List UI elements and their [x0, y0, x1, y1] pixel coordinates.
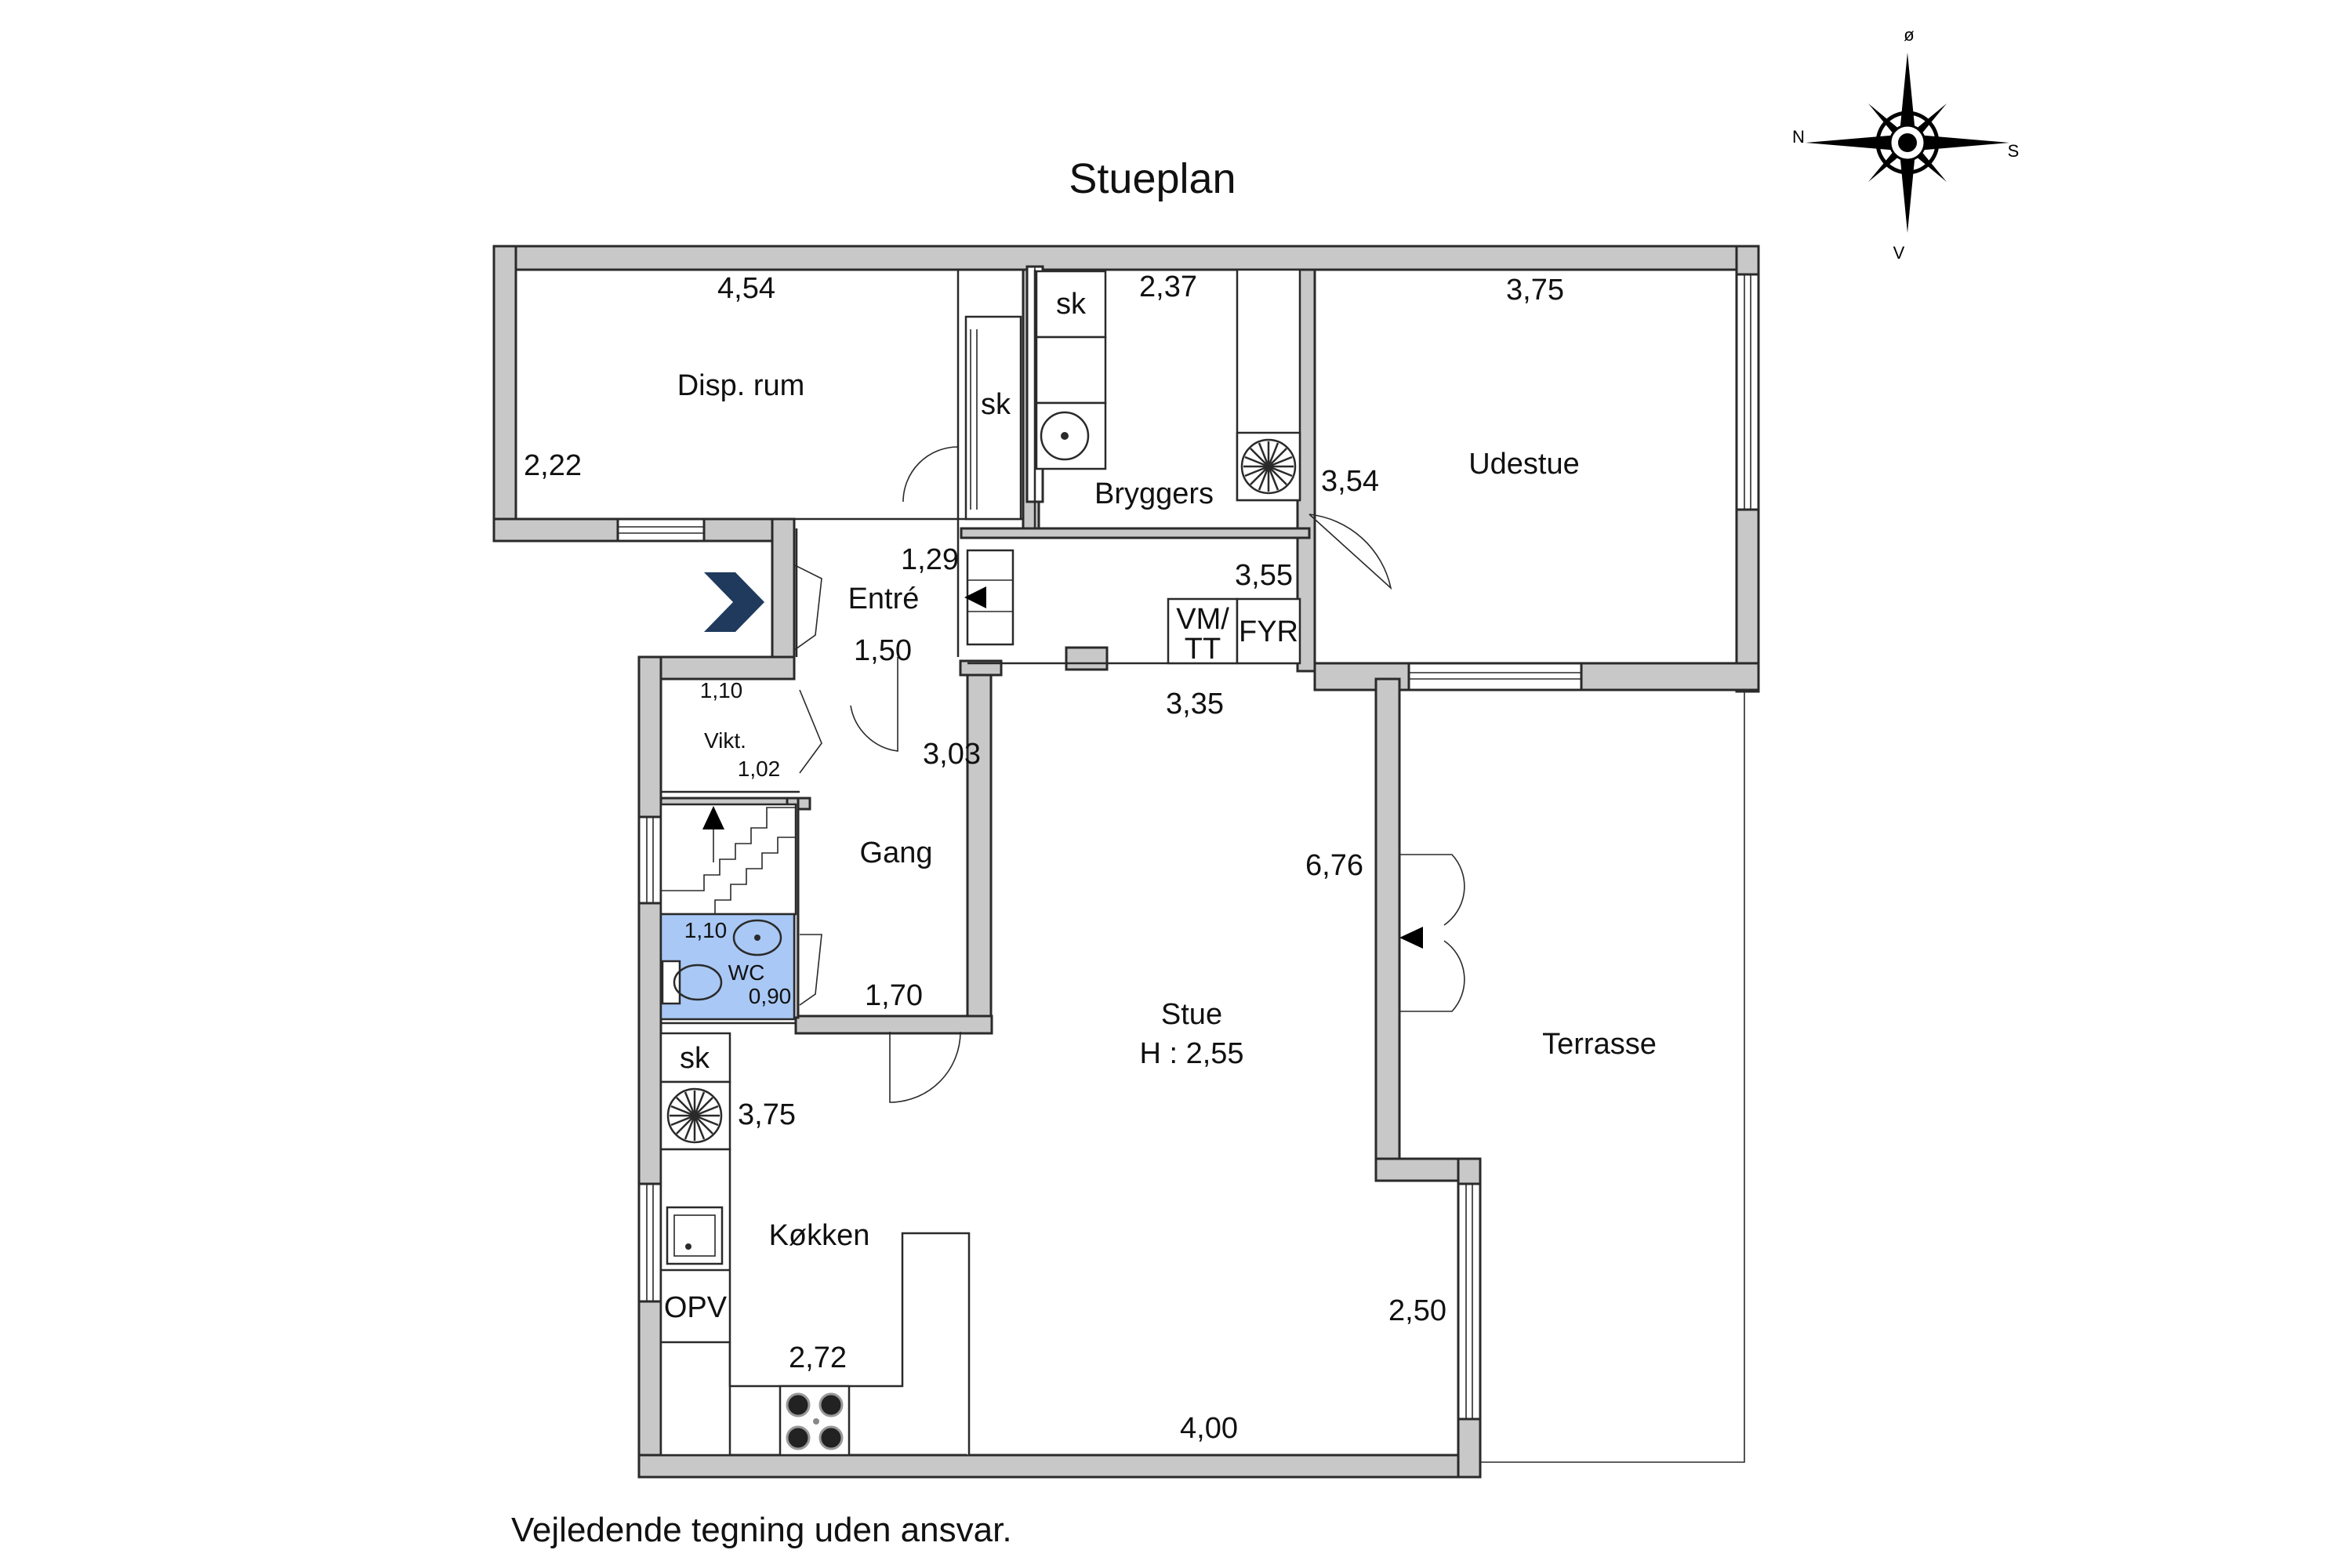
fixture-label-vm: VM/: [1176, 603, 1229, 636]
dim-disp-depth: 2,22: [524, 449, 582, 482]
room-label-disp-rum: Disp. rum: [677, 369, 805, 402]
room-stue-height: H : 2,55: [1139, 1037, 1243, 1070]
fixture-label-sk-kokken: sk: [680, 1042, 710, 1075]
dim-udestue-width: 3,75: [1506, 274, 1564, 307]
room-label-vikt: Vikt.: [704, 728, 746, 753]
staircase: [659, 803, 797, 916]
kitchen-counters: [659, 1032, 971, 1457]
dim-wc-depth: 0,90: [749, 984, 792, 1008]
toilet-tank: [661, 960, 681, 1005]
dim-entre-width: 1,29: [901, 543, 959, 576]
dim-entre-depth: 1,50: [854, 634, 912, 667]
dim-stue-bottom: 4,00: [1180, 1412, 1238, 1445]
fixture-label-sk-disp: sk: [981, 388, 1011, 421]
sink-icon: [1040, 411, 1090, 461]
toilet-icon: [673, 964, 723, 1001]
dim-gang-depth: 1,70: [865, 979, 923, 1012]
fixture-label-tt: TT: [1185, 633, 1221, 666]
entry-closet: [964, 549, 1014, 646]
dim-bryggers-depth: 3,54: [1321, 465, 1379, 498]
compass-rose-icon: [1806, 53, 2009, 233]
compass-west-label: V: [1893, 243, 1905, 263]
room-label-gang: Gang: [860, 837, 933, 869]
compass-east-label: ø: [1904, 25, 1914, 45]
room-label-entre: Entré: [848, 583, 920, 615]
fixture-label-fyr: FYR: [1239, 615, 1298, 648]
ventilation-fan-icon: [1240, 438, 1297, 495]
dim-stue-right: 2,50: [1388, 1294, 1446, 1327]
dim-kokken-depth: 3,75: [738, 1098, 796, 1131]
dim-bryggers-lower: 3,55: [1235, 559, 1293, 592]
windows: [616, 265, 1760, 1421]
dim-bryggers-width: 2,37: [1139, 270, 1197, 303]
wardrobe: [964, 315, 1022, 521]
entry-arrow-icon: [704, 572, 764, 632]
fixture-label-sk-bryggers: sk: [1056, 288, 1087, 321]
doors: [793, 446, 1465, 1103]
room-label-kokken: Køkken: [769, 1219, 870, 1252]
room-label-stue: Stue: [1161, 998, 1222, 1031]
room-label-udestue: Udestue: [1468, 448, 1580, 481]
room-label-terrasse: Terrasse: [1542, 1028, 1657, 1061]
dim-kokken-width: 2,72: [789, 1341, 847, 1374]
bryggers-fixtures: [1035, 268, 1301, 665]
compass-north-label: N: [1792, 127, 1805, 147]
fixture-label-opv: OPV: [664, 1291, 728, 1324]
kitchen-fan-icon: [666, 1087, 723, 1144]
wc-room: [659, 913, 796, 1021]
dim-vikt-depth: 1,02: [738, 757, 781, 781]
dim-wc-width: 1,10: [684, 918, 728, 942]
dim-gang-width: 3,03: [923, 738, 981, 771]
wc-sink-icon: [732, 919, 782, 956]
compass-south-label: S: [2008, 141, 2020, 161]
dim-vikt-width: 1,10: [700, 678, 743, 702]
terrace-outline: [1399, 689, 1745, 1463]
dim-disp-width: 4,54: [717, 272, 775, 305]
disclaimer-note: Vejledende tegning uden ansvar.: [511, 1511, 1012, 1549]
room-label-wc: WC: [728, 960, 765, 985]
room-label-bryggers: Bryggers: [1094, 477, 1214, 510]
dim-stue-width: 3,35: [1166, 688, 1224, 720]
dim-stue-depth: 6,76: [1305, 849, 1363, 882]
plan-title: Stueplan: [1069, 155, 1236, 202]
